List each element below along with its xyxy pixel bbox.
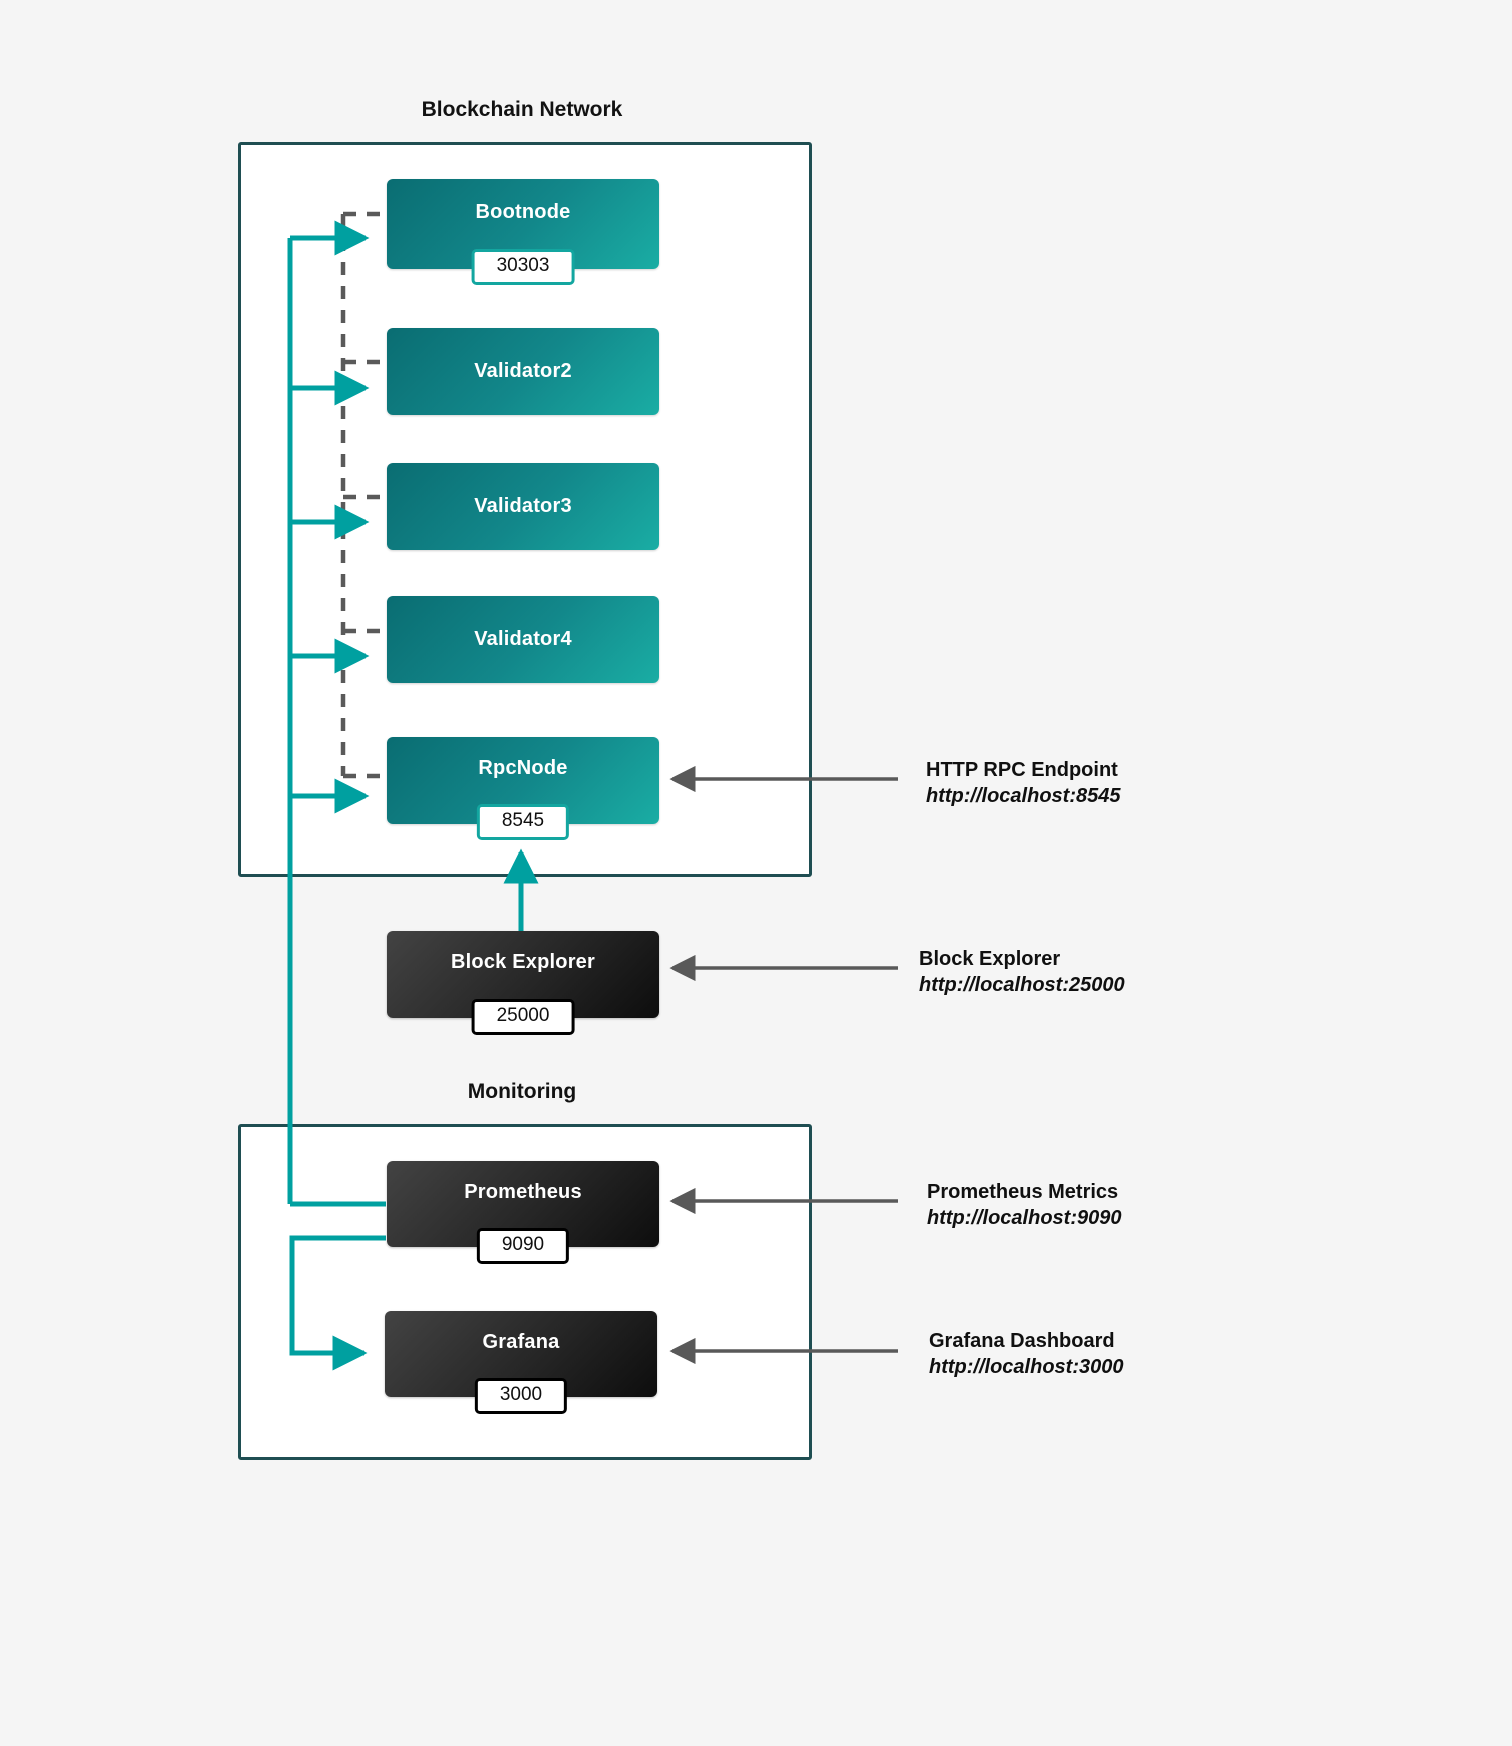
node-validator4[interactable]: Validator4 [387,596,659,683]
node-prometheus-label: Prometheus [464,1180,582,1203]
node-validator4-label: Validator4 [474,628,572,650]
annotation-title: Grafana Dashboard [929,1330,1115,1352]
node-grafana-label: Grafana [482,1330,560,1353]
annotation-url: http://localhost:9090 [927,1207,1122,1230]
node-bootnode-label: Bootnode [475,200,571,223]
annotation-grafana-dashboard: Grafana Dashboard http://localhost:3000 [929,1328,1123,1381]
node-bootnode[interactable]: Bootnode 30303 [387,179,659,285]
node-validator2[interactable]: Validator2 [387,328,659,415]
node-bootnode-port: 30303 [471,249,575,285]
node-block-explorer[interactable]: Block Explorer 25000 [387,931,659,1035]
group-title-monitoring: Monitoring [467,1080,577,1103]
node-validator2-label: Validator2 [474,360,572,382]
node-rpcnode-port: 8545 [476,804,570,840]
annotation-url: http://localhost:25000 [919,974,1125,997]
group-title-blockchain: Blockchain Network [421,98,623,121]
node-rpcnode-label: RpcNode [478,757,568,779]
node-validator3[interactable]: Validator3 [387,463,659,550]
annotation-title: Block Explorer [919,948,1061,970]
node-grafana[interactable]: Grafana 3000 [385,1311,657,1414]
annotation-prometheus-metrics: Prometheus Metrics http://localhost:9090 [927,1179,1121,1232]
node-rpcnode[interactable]: RpcNode 8545 [387,737,659,840]
node-prometheus-port: 9090 [476,1228,570,1264]
node-block-explorer-label: Block Explorer [451,951,595,973]
node-prometheus[interactable]: Prometheus 9090 [387,1161,659,1264]
annotation-title: Prometheus Metrics [927,1181,1119,1203]
node-validator3-label: Validator3 [474,495,572,517]
annotation-url: http://localhost:8545 [926,785,1121,808]
node-grafana-port: 3000 [474,1378,568,1414]
annotation-block-explorer: Block Explorer http://localhost:25000 [919,946,1125,999]
annotation-http-rpc-endpoint: HTTP RPC Endpoint http://localhost:8545 [926,757,1120,810]
annotation-title: HTTP RPC Endpoint [926,759,1118,781]
node-block-explorer-port: 25000 [471,999,575,1035]
annotation-url: http://localhost:3000 [929,1356,1124,1379]
